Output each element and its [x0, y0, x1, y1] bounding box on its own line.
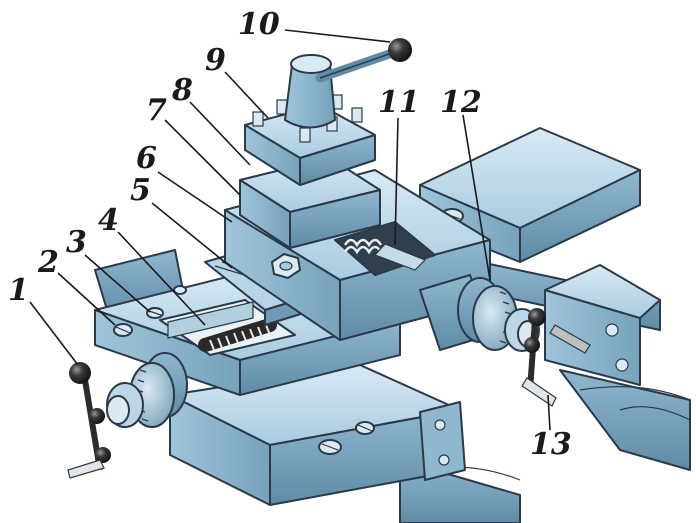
crank-ball-icon: [528, 308, 546, 326]
crank-grip: [67, 459, 105, 479]
callout-12: 12: [440, 85, 482, 120]
callout-3: 3: [66, 225, 87, 260]
callout-13: 13: [530, 427, 572, 462]
clamp-handle: [315, 38, 412, 83]
top-slide: [239, 157, 381, 249]
callout-1: 1: [8, 273, 29, 308]
callout-11: 11: [378, 85, 420, 120]
front-dial-assembly: [67, 352, 188, 479]
callout-2: 2: [37, 245, 59, 280]
spring: [343, 238, 427, 271]
leader-lines: [29, 29, 551, 431]
crank-ball-icon: [89, 408, 105, 424]
callout-5: 5: [130, 173, 151, 208]
screw-head-icon: [173, 285, 187, 295]
tool-post: [244, 54, 376, 186]
cross-slide-guide: [419, 127, 661, 386]
crank-grip: [521, 377, 557, 407]
callout-labels: 1 2 3 4 5 6 7 8 9 10 11 12 13: [8, 7, 572, 462]
callout-9: 9: [205, 43, 226, 78]
crank-ball-icon: [69, 362, 91, 384]
handle-ball-icon: [388, 38, 412, 62]
callout-6: 6: [136, 141, 157, 176]
bolt-icon: [252, 94, 363, 143]
lead-screw: [198, 318, 277, 352]
callout-4: 4: [98, 203, 119, 238]
callout-8: 8: [171, 73, 193, 108]
callout-10: 10: [238, 7, 280, 42]
cross-feed-dial-assembly: [419, 274, 591, 407]
crank-ball-icon: [524, 337, 540, 353]
callout-7: 7: [146, 93, 167, 128]
